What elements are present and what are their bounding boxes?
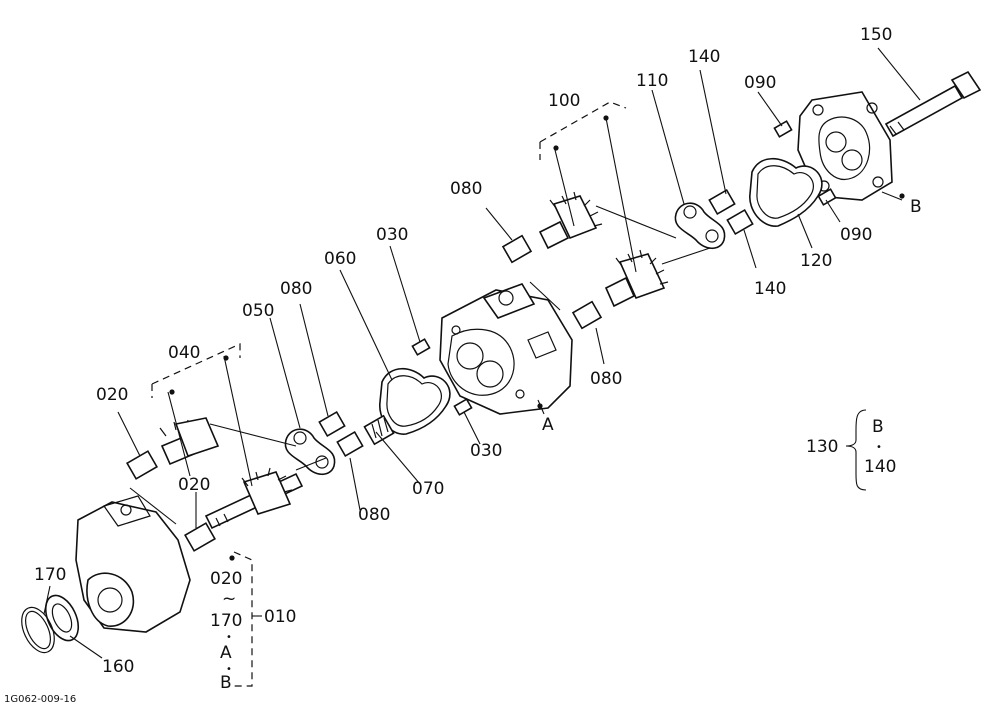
part-150-bolt <box>884 70 982 138</box>
label-050: 050 <box>242 301 274 321</box>
part-110-plate <box>674 202 726 250</box>
part-030-dowels <box>411 338 473 416</box>
label-120: 120 <box>800 251 832 271</box>
label-080-left: 080 <box>280 279 312 299</box>
center-pump-body <box>439 283 573 415</box>
bracket-130-top: B <box>872 417 884 437</box>
label-060: 060 <box>324 249 356 269</box>
part-070-bearing <box>363 414 395 446</box>
bracket-010-dot2: • <box>226 664 232 675</box>
bracket-010-label: 010 <box>264 607 296 627</box>
leader-lines <box>43 47 921 659</box>
label-020-upper: 020 <box>96 385 128 405</box>
rear-cover-plate <box>797 91 893 201</box>
bracket-130-curly <box>845 409 867 491</box>
front-housing <box>75 495 191 633</box>
label-140-lower: 140 <box>754 279 786 299</box>
label-080-top: 080 <box>450 179 482 199</box>
part-140-bushings <box>708 188 754 236</box>
bracket-010-a: A <box>220 643 232 663</box>
label-040: 040 <box>168 343 200 363</box>
bracket-010-mid: 170 <box>210 611 242 631</box>
label-170: 170 <box>34 565 66 585</box>
label-B: B <box>910 197 922 217</box>
label-030-lower: 030 <box>470 441 502 461</box>
part-170-snap-ring <box>21 606 55 654</box>
part-160-oil-seal <box>44 594 80 642</box>
bracket-130-label: 130 <box>806 437 838 457</box>
bullet-dots <box>169 115 905 561</box>
part-060-gasket <box>379 367 451 435</box>
part-080-bushings-lower <box>318 410 364 458</box>
part-100-gear-upper <box>538 191 603 250</box>
label-150: 150 <box>860 25 892 45</box>
label-080-right: 080 <box>590 369 622 389</box>
part-020-bushings <box>126 450 216 552</box>
label-A: A <box>542 415 554 435</box>
dashed-brackets <box>151 101 627 687</box>
label-030-upper: 030 <box>376 225 408 245</box>
part-040-drive-shaft <box>204 467 304 530</box>
bracket-010-b: B <box>220 673 232 693</box>
label-160: 160 <box>102 657 134 677</box>
bracket-130-dot: • <box>876 442 882 453</box>
bracket-010-tilde: ~ <box>222 589 236 609</box>
label-100: 100 <box>548 91 580 111</box>
label-070: 070 <box>412 479 444 499</box>
bracket-130-legend: 130 B • 140 <box>806 417 896 477</box>
part-040-gear-upper <box>159 417 220 466</box>
label-110: 110 <box>636 71 668 91</box>
part-100-gear-lower <box>604 249 669 308</box>
part-labels: 150 140 090 110 100 080 030 060 080 050 … <box>34 25 922 677</box>
part-050-plate <box>284 428 336 476</box>
part-120-gasket <box>749 157 823 227</box>
drawing-code: 1G062-009-16 <box>4 694 76 705</box>
label-140-upper: 140 <box>688 47 720 67</box>
label-090-upper: 090 <box>744 73 776 93</box>
label-020-lower: 020 <box>178 475 210 495</box>
bracket-010-legend: 020 ~ 170 • A • B 010 <box>210 569 296 693</box>
bracket-130-bottom: 140 <box>864 457 896 477</box>
bracket-010-top: 020 <box>210 569 242 589</box>
bracket-010-dot1: • <box>226 632 232 643</box>
label-090-lower: 090 <box>840 225 872 245</box>
part-080-bushings-upper <box>501 234 603 330</box>
label-080-bottom: 080 <box>358 505 390 525</box>
